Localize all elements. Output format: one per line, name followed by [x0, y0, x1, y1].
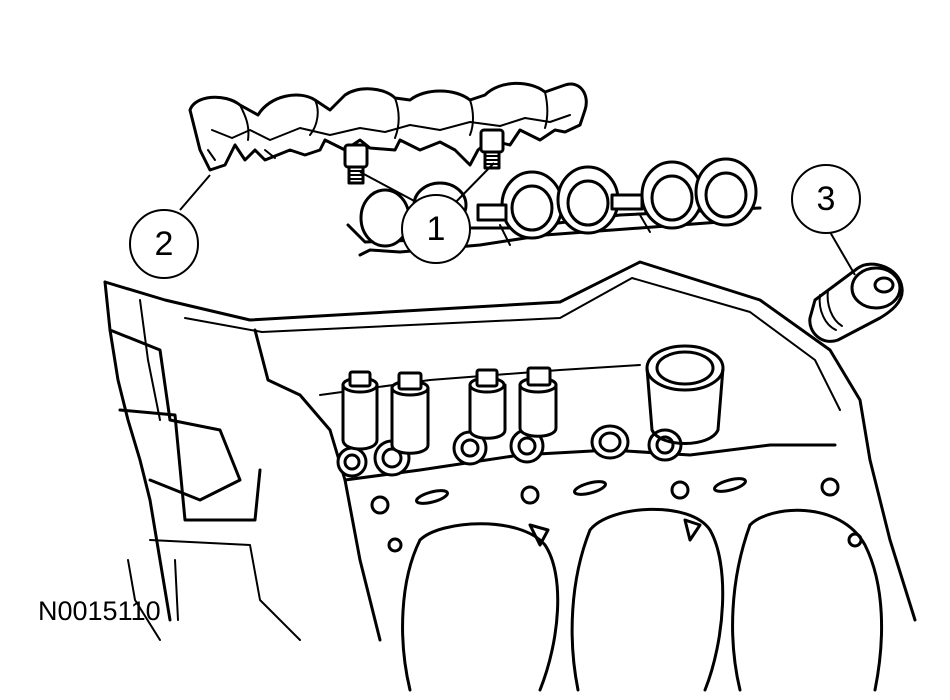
callout-2-label: 2 — [155, 225, 174, 263]
retainer-plate — [188, 81, 588, 172]
loose-tappet — [808, 262, 904, 343]
lifter-guide-plates — [346, 157, 762, 257]
retainer-bolts — [343, 128, 505, 185]
callout-1-label: 1 — [427, 210, 446, 248]
callout-1: 1 — [359, 162, 495, 264]
engine-block — [103, 260, 917, 692]
installed-lifters — [336, 344, 725, 478]
callout-3: 3 — [791, 164, 861, 276]
figure-id: N0015110 — [38, 596, 161, 626]
callout-2: 2 — [129, 174, 211, 279]
callout-3-label: 3 — [817, 180, 836, 218]
